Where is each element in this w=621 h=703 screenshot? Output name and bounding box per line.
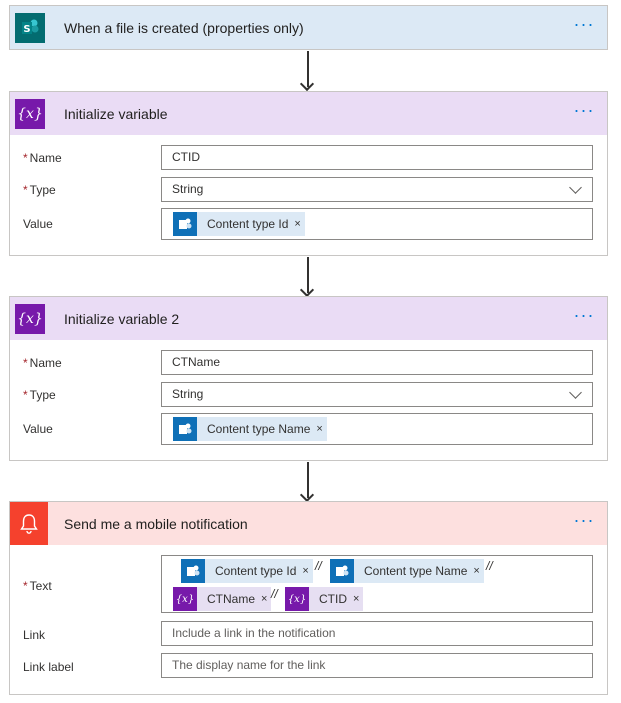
token-label: Content type Id: [215, 563, 297, 578]
type-select[interactable]: String: [161, 177, 593, 202]
token-label: CTName: [207, 591, 256, 606]
flow-arrow-1: [299, 51, 315, 92]
sharepoint-icon: S: [15, 12, 45, 43]
mobile-notification-title: Send me a mobile notification: [64, 515, 248, 532]
mobile-notification-card[interactable]: Send me a mobile notification ··· *Text …: [9, 501, 608, 695]
trigger-more-menu[interactable]: ···: [573, 14, 595, 34]
link-input[interactable]: Include a link in the notification: [161, 621, 593, 646]
initialize-variable-2-more-menu[interactable]: ···: [573, 305, 595, 325]
trigger-card[interactable]: S When a file is created (properties onl…: [9, 5, 608, 50]
text-field[interactable]: Content type Id × // Content type Name ×…: [161, 555, 593, 613]
separator-text: //: [315, 559, 322, 573]
sharepoint-icon: [330, 559, 354, 583]
initialize-variable-header[interactable]: {𝑥} Initialize variable ···: [10, 92, 607, 135]
token-label: Content type Id: [207, 216, 289, 231]
dynamic-content-token[interactable]: Content type Id ×: [173, 212, 305, 236]
type-select-value: String: [172, 387, 204, 401]
value-label: Value: [23, 217, 53, 231]
flow-arrow-3: [299, 462, 315, 503]
initialize-variable-more-menu[interactable]: ···: [573, 100, 595, 120]
flow-arrow-2: [299, 257, 315, 298]
name-field[interactable]: CTName: [161, 350, 593, 375]
variable-icon: {x}: [285, 587, 309, 611]
link-label-input[interactable]: The display name for the link: [161, 653, 593, 678]
bell-icon: [10, 502, 48, 545]
separator-text: //: [271, 587, 278, 601]
trigger-title: When a file is created (properties only): [64, 19, 304, 36]
initialize-variable-2-title: Initialize variable 2: [64, 310, 180, 327]
token-label: CTID: [319, 591, 347, 606]
type-label: *Type: [23, 388, 56, 402]
value-label: Value: [23, 422, 53, 436]
value-field[interactable]: Content type Name ×: [161, 413, 593, 445]
variable-token[interactable]: {x} CTID ×: [285, 587, 364, 611]
remove-token-icon[interactable]: ×: [261, 592, 268, 605]
mobile-notification-header[interactable]: Send me a mobile notification ···: [10, 502, 607, 545]
type-select[interactable]: String: [161, 382, 593, 407]
sharepoint-icon: [181, 559, 205, 583]
sharepoint-icon: [173, 212, 197, 236]
initialize-variable-2-card[interactable]: {𝑥} Initialize variable 2 ··· *Name CTNa…: [9, 296, 608, 461]
remove-token-icon[interactable]: ×: [316, 422, 323, 435]
mobile-notification-more-menu[interactable]: ···: [573, 510, 595, 530]
remove-token-icon[interactable]: ×: [353, 592, 360, 605]
value-field[interactable]: Content type Id ×: [161, 208, 593, 240]
sharepoint-icon: [173, 417, 197, 441]
svg-text:S: S: [23, 24, 30, 35]
remove-token-icon[interactable]: ×: [302, 564, 309, 577]
remove-token-icon[interactable]: ×: [473, 564, 480, 577]
link-label: Link: [23, 628, 46, 642]
text-label: *Text: [23, 579, 52, 593]
dynamic-content-token[interactable]: Content type Id ×: [181, 559, 313, 583]
variable-icon: {x}: [173, 587, 197, 611]
initialize-variable-title: Initialize variable: [64, 105, 168, 122]
remove-token-icon[interactable]: ×: [294, 217, 301, 230]
trigger-header[interactable]: S When a file is created (properties onl…: [10, 6, 607, 49]
variable-icon: {𝑥}: [15, 303, 45, 334]
token-label: Content type Name: [364, 563, 468, 578]
name-field[interactable]: CTID: [161, 145, 593, 170]
dynamic-content-token[interactable]: Content type Name ×: [173, 417, 327, 441]
chevron-down-icon[interactable]: [569, 386, 582, 399]
name-label: *Name: [23, 151, 62, 165]
type-label: *Type: [23, 183, 56, 197]
dynamic-content-token[interactable]: Content type Name ×: [330, 559, 484, 583]
type-select-value: String: [172, 182, 204, 196]
name-label: *Name: [23, 356, 62, 370]
token-label: Content type Name: [207, 421, 311, 436]
chevron-down-icon[interactable]: [569, 181, 582, 194]
initialize-variable-card[interactable]: {𝑥} Initialize variable ··· *Name CTID *…: [9, 91, 608, 256]
initialize-variable-2-header[interactable]: {𝑥} Initialize variable 2 ···: [10, 297, 607, 340]
separator-text: //: [486, 559, 493, 573]
link-label-label: Link label: [23, 660, 74, 674]
variable-icon: {𝑥}: [15, 98, 45, 129]
variable-token[interactable]: {x} CTName ×: [173, 587, 272, 611]
